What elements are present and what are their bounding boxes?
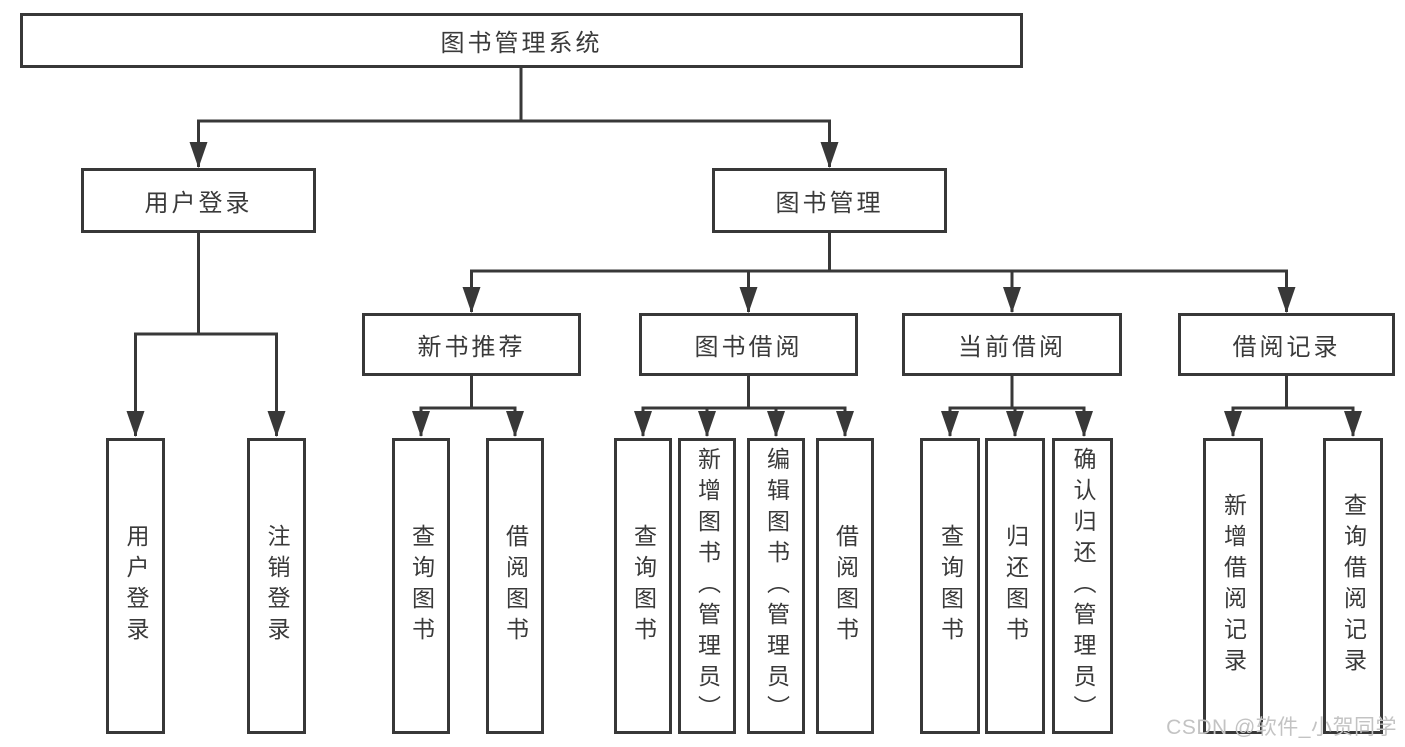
- node-current-borrow-label: 当前借阅: [958, 334, 1066, 361]
- leaf-current-confirm-return-admin: 确认归还（管理员）: [1052, 438, 1113, 734]
- node-new-book-recommend: 新书推荐: [362, 313, 581, 376]
- leaf-borrow-query-book-label: 查询图书: [630, 524, 657, 648]
- leaf-record-add: 新增借阅记录: [1203, 438, 1263, 734]
- node-book-borrow: 图书借阅: [639, 313, 858, 376]
- node-new-book-recommend-label: 新书推荐: [417, 334, 526, 361]
- leaf-logout: 注销登录: [247, 438, 306, 734]
- node-root: 图书管理系统: [20, 13, 1023, 68]
- leaf-recommend-borrow-book: 借阅图书: [486, 438, 544, 734]
- leaf-user-login: 用户登录: [106, 438, 165, 734]
- leaf-borrow-edit-book-admin: 编辑图书（管理员）: [747, 438, 805, 734]
- leaf-record-query-label: 查询借阅记录: [1340, 493, 1367, 679]
- leaf-logout-label: 注销登录: [264, 524, 290, 648]
- leaf-borrow-borrow-book-label: 借阅图书: [832, 524, 859, 648]
- leaf-user-login-label: 用户登录: [123, 524, 149, 648]
- leaf-current-confirm-return-admin-label: 确认归还（管理员）: [1070, 446, 1096, 726]
- leaf-borrow-edit-book-admin-label: 编辑图书（管理员）: [763, 446, 790, 726]
- node-root-label: 图书管理系统: [440, 30, 603, 57]
- leaf-recommend-query-book: 查询图书: [392, 438, 450, 734]
- node-book-borrow-label: 图书借阅: [694, 334, 803, 361]
- leaf-borrow-add-book-admin: 新增图书（管理员）: [678, 438, 736, 734]
- node-book-management-label: 图书管理: [775, 190, 884, 217]
- node-borrow-record-label: 借阅记录: [1232, 334, 1341, 361]
- leaf-recommend-borrow-book-label: 借阅图书: [502, 524, 529, 648]
- leaf-record-query: 查询借阅记录: [1323, 438, 1383, 734]
- node-borrow-record: 借阅记录: [1178, 313, 1395, 376]
- leaf-current-return-book-label: 归还图书: [1002, 524, 1029, 648]
- node-book-management: 图书管理: [712, 168, 947, 233]
- node-current-borrow: 当前借阅: [902, 313, 1122, 376]
- node-user-login: 用户登录: [81, 168, 316, 233]
- leaf-borrow-add-book-admin-label: 新增图书（管理员）: [694, 446, 721, 726]
- leaf-current-query-book: 查询图书: [920, 438, 980, 734]
- leaf-current-query-book-label: 查询图书: [937, 524, 964, 648]
- leaf-borrow-query-book: 查询图书: [614, 438, 672, 734]
- leaf-borrow-borrow-book: 借阅图书: [816, 438, 874, 734]
- leaf-record-add-label: 新增借阅记录: [1220, 493, 1247, 679]
- watermark: CSDN @软件_小贺同学: [1166, 716, 1397, 739]
- leaf-recommend-query-book-label: 查询图书: [408, 524, 435, 648]
- leaf-current-return-book: 归还图书: [985, 438, 1045, 734]
- node-user-login-label: 用户登录: [144, 190, 253, 217]
